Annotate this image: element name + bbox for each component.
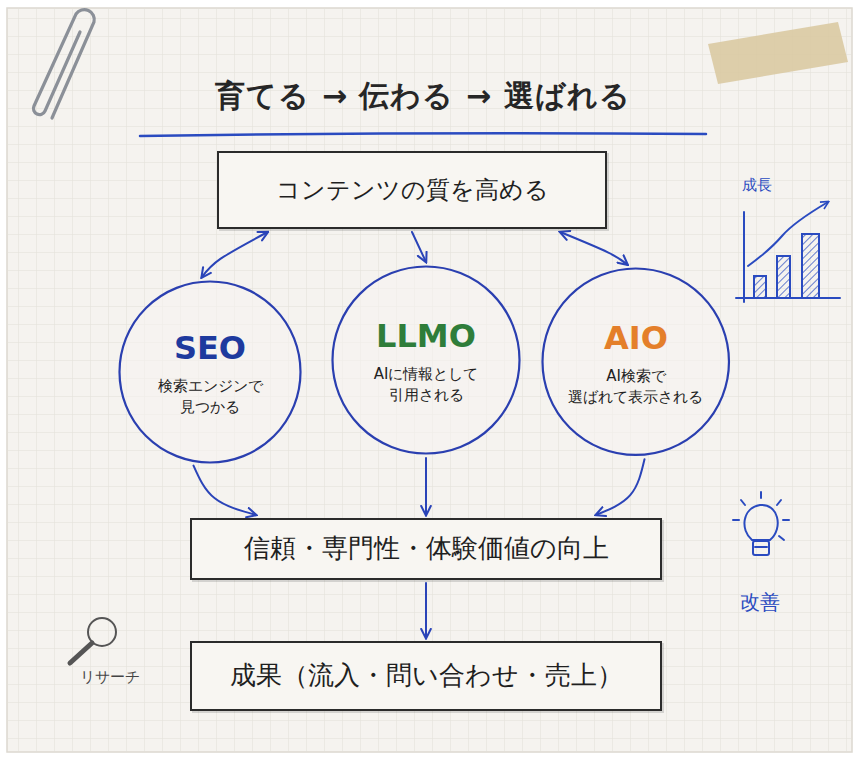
icon-caption: 改善 <box>740 590 780 614</box>
circle-outline <box>543 269 729 455</box>
concept-circle: AIO AI検索で 選ばれて表示される <box>541 267 730 456</box>
flow-arrow <box>425 458 427 515</box>
node-heading: LLMO <box>376 315 476 358</box>
circle-outline <box>331 265 521 455</box>
paperclip-wire <box>33 10 94 118</box>
magnifier-icon <box>70 618 116 663</box>
flow-arrow <box>425 583 427 638</box>
magnifier-handle <box>70 643 92 663</box>
title-underline <box>140 133 706 136</box>
result-box: 信頼・専門性・体験価値の向上 <box>190 518 662 580</box>
diagram-title: 育てる → 伝わる → 選ばれる <box>215 78 630 114</box>
chart-bar <box>754 276 766 298</box>
concept-circle: SEO 検索エンジンで 見つかる <box>118 280 302 464</box>
paper-sheet <box>7 8 852 752</box>
flow-arrow <box>596 459 645 515</box>
bulb-ray <box>733 519 739 521</box>
concept-circle: LLMO AIに情報として 引用される <box>331 265 521 455</box>
outcome-box: 成果（流入・問い合わせ・売上） <box>190 641 662 711</box>
node-heading: SEO <box>174 327 246 370</box>
node-body: AIに情報として 引用される <box>374 364 479 405</box>
bulb-thread <box>755 546 767 548</box>
masking-tape <box>708 22 848 84</box>
flow-arrow <box>202 232 268 277</box>
chart-arrow <box>748 202 828 266</box>
bulb-glass <box>744 505 777 540</box>
node-body: 検索エンジンで 見つかる <box>158 376 263 417</box>
bulb-ray <box>779 536 784 540</box>
bulb-ray <box>760 492 762 498</box>
node-heading: 成果（流入・問い合わせ・売上） <box>230 658 623 693</box>
circle-outline <box>118 280 302 464</box>
circle-outline <box>541 267 730 456</box>
growth-chart <box>736 202 840 302</box>
node-body: AI検索で 選ばれて表示される <box>568 366 703 407</box>
paperclip <box>33 10 94 118</box>
bulb-ray <box>777 500 781 505</box>
process-box: コンテンツの質を高める <box>217 151 607 229</box>
chart-bar <box>777 256 790 298</box>
chart-axis <box>743 212 745 302</box>
node-heading: 信頼・専門性・体験価値の向上 <box>244 531 609 566</box>
lightbulb-icon <box>733 492 789 555</box>
circle-outline <box>120 282 301 463</box>
bulb-base <box>753 541 769 555</box>
node-heading: コンテンツの質を高める <box>276 174 549 206</box>
flow-arrow <box>194 466 257 515</box>
bulb-ray <box>783 519 789 521</box>
flow-arrow <box>560 232 627 265</box>
circle-outline <box>333 267 520 454</box>
flow-arrow <box>412 232 426 262</box>
paper-grid <box>7 8 852 752</box>
chart-bar <box>802 234 819 298</box>
icon-caption: リサーチ <box>80 668 140 686</box>
node-heading: AIO <box>604 317 668 360</box>
chart-caption: 成長 <box>742 176 772 194</box>
bulb-ray <box>741 500 745 505</box>
